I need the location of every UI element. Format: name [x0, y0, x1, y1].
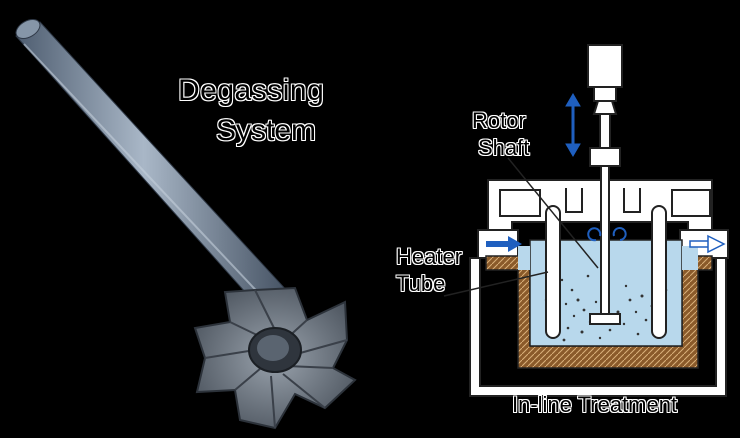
heater-tube-left [545, 205, 561, 339]
outflow-arrow [689, 234, 726, 254]
heater-label: Heater [396, 244, 463, 269]
photo-title-line2: System [216, 114, 317, 147]
drive-motor [587, 44, 623, 88]
heater-tube-right [651, 205, 667, 339]
rotor-shaft [600, 165, 610, 317]
degassing-rotor-photo [15, 19, 357, 430]
tube-label: Tube [396, 271, 446, 296]
rotor-label: Rotor [472, 108, 526, 133]
heater-tube-leader [443, 271, 549, 297]
photo-title-line1: Degassing [178, 74, 325, 107]
lift-arrow [565, 93, 581, 157]
rotor-shaft-photo [15, 21, 301, 323]
shaft-label: Shaft [478, 135, 530, 160]
rotor-head-photo [193, 286, 357, 430]
rotor-shaft-leader [507, 157, 599, 269]
rotor-head [589, 313, 621, 325]
inline-treatment-diagram [443, 44, 729, 397]
diagram-caption: In-line Treatment [512, 392, 678, 417]
inflow-arrow [486, 236, 522, 252]
